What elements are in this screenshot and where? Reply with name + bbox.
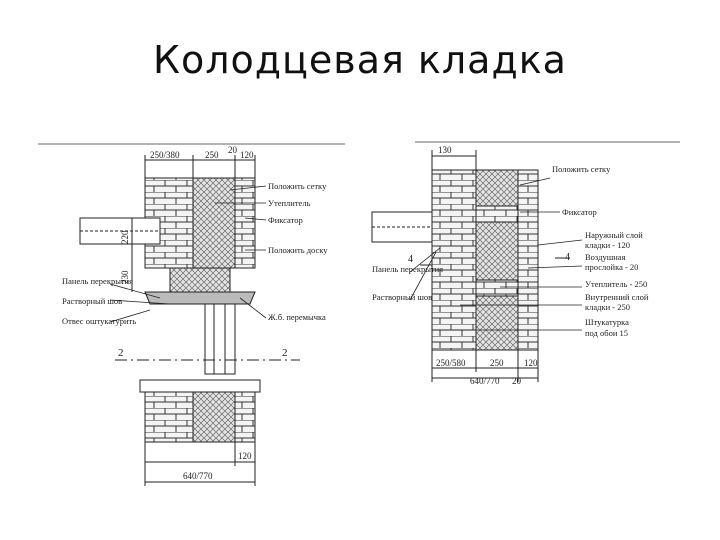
right-tie-row — [475, 279, 519, 297]
left-section-mark-left: 2 — [118, 347, 124, 359]
left-inner-brick-upper — [234, 177, 256, 269]
left-dim-top-b: 250 — [205, 150, 219, 160]
left-dim-bottom-a: 120 — [238, 451, 252, 461]
right-insulation — [475, 169, 519, 351]
right-legend-line-9: под обои 15 — [585, 328, 628, 338]
right-section-mark-right: 4 — [565, 252, 570, 263]
left-label-polozhit-dosku: Положить доску — [268, 245, 328, 255]
right-dim-bottom-d: 640/770 — [470, 376, 500, 386]
left-label-panel: Панель перекрытия — [62, 276, 133, 286]
left-insulation-upper — [192, 177, 236, 269]
left-dim-bottom-b: 640/770 — [183, 471, 213, 481]
page-title: Колодцевая кладка — [153, 38, 567, 82]
left-dim-top-c: 20 — [228, 145, 238, 155]
right-section-mark-left: 4 — [408, 254, 413, 265]
left-dim-vert-a: 220 — [120, 230, 130, 244]
left-dim-top-d: 120 — [240, 150, 254, 160]
right-legend-line-2: кладки - 120 — [585, 240, 630, 250]
right-dim-top: 130 — [438, 145, 452, 155]
left-lintel — [144, 291, 256, 305]
left-dim-top-a: 250/380 — [150, 150, 180, 160]
right-dim-bottom-e: 20 — [512, 376, 522, 386]
right-dim-bottom-a: 250/580 — [436, 358, 466, 368]
right-dim-bottom-c: 120 — [524, 358, 538, 368]
right-legend-line-1: Наружный слой — [585, 230, 643, 240]
left-label-rastvorny-shov: Растворный шов — [62, 296, 122, 306]
left-label-otves: Отвес оштукатурить — [62, 316, 136, 326]
left-insulation-mid — [169, 267, 231, 293]
left-sill — [139, 379, 261, 393]
right-legend-line-4: прослойка - 20 — [585, 262, 638, 272]
left-label-fiksator: Фиксатор — [268, 215, 303, 225]
right-tie-row — [475, 205, 519, 223]
left-label-uteplitel: Утеплитель — [268, 198, 311, 208]
left-label-peremychka: Ж.б. перемычка — [268, 312, 326, 322]
right-legend-line-8: Штукатурка — [585, 317, 629, 327]
left-window-frame — [204, 303, 236, 375]
right-legend-line-7: кладки - 250 — [585, 302, 630, 312]
right-section: 130 Положить сетку Фиксатор Панель перек… — [371, 145, 649, 386]
left-label-polozhit-setku: Положить сетку — [268, 181, 327, 191]
right-legend-line-5: Утеплитель - 250 — [585, 279, 647, 289]
right-outer-brick — [517, 169, 539, 351]
right-legend-line-6: Внутренний слой — [585, 292, 649, 302]
right-inner-brick — [431, 169, 477, 351]
left-dim-vert-b: 230 — [120, 270, 130, 284]
left-section-mark-right: 2 — [282, 347, 288, 359]
left-outer-brick-lower — [144, 391, 194, 443]
right-legend-line-3: Воздушная — [585, 252, 626, 262]
right-label-polozhit-setku: Положить сетку — [552, 164, 611, 174]
right-label-rastvorny-shov: Растворный шов — [372, 292, 432, 302]
right-dim-bottom-b: 250 — [490, 358, 504, 368]
right-label-panel: Панель перекрытия — [372, 264, 443, 274]
right-label-fiksator: Фиксатор — [562, 207, 597, 217]
left-insulation-lower — [192, 391, 236, 443]
left-section: 250/380 250 20 120 220 230 Положить сетк… — [62, 145, 328, 486]
left-inner-brick-lower — [234, 391, 256, 443]
